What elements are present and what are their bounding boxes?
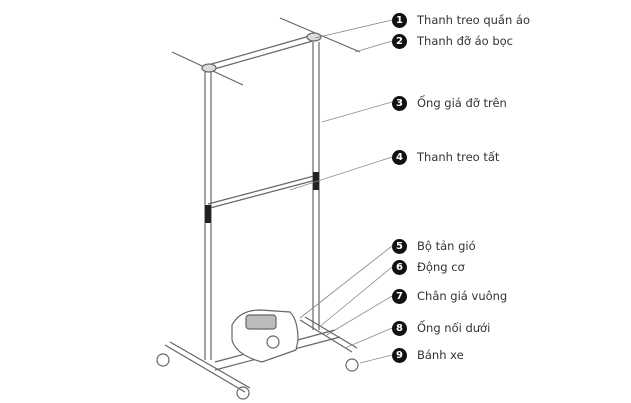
part-name: Thanh treo quần áo xyxy=(417,13,531,27)
number-badge: 9 xyxy=(392,347,407,363)
part-label-1: 1 Thanh treo quần áo xyxy=(392,11,530,29)
part-name: Ống nối dưới xyxy=(417,321,491,335)
part-name: Thanh treo tất xyxy=(417,150,500,164)
number-badge: 7 xyxy=(392,288,407,304)
number-badge: 3 xyxy=(392,95,407,111)
number-badge: 4 xyxy=(392,149,407,165)
part-name: Bánh xe xyxy=(417,348,464,362)
part-label-5: 5 Bộ tản gió xyxy=(392,237,476,255)
number-badge: 1 xyxy=(392,12,407,28)
part-label-8: 8 Ống nối dưới xyxy=(392,319,490,337)
number-badge: 2 xyxy=(392,33,407,49)
part-label-9: 9 Bánh xe xyxy=(392,346,464,364)
part-label-7: 7 Chân giá vuông xyxy=(392,287,507,305)
number-badge: 6 xyxy=(392,259,407,275)
part-label-4: 4 Thanh treo tất xyxy=(392,148,499,166)
part-name: Chân giá vuông xyxy=(417,289,508,303)
part-name: Ống giá đỡ trên xyxy=(417,96,507,110)
part-label-6: 6 Động cơ xyxy=(392,258,465,276)
part-name: Thanh đỡ áo bọc xyxy=(417,34,513,48)
part-label-2: 2 Thanh đỡ áo bọc xyxy=(392,32,513,50)
number-badge: 8 xyxy=(392,320,407,336)
part-name: Động cơ xyxy=(417,260,465,274)
part-label-3: 3 Ống giá đỡ trên xyxy=(392,94,507,112)
part-name: Bộ tản gió xyxy=(417,239,476,253)
number-badge: 5 xyxy=(392,238,407,254)
